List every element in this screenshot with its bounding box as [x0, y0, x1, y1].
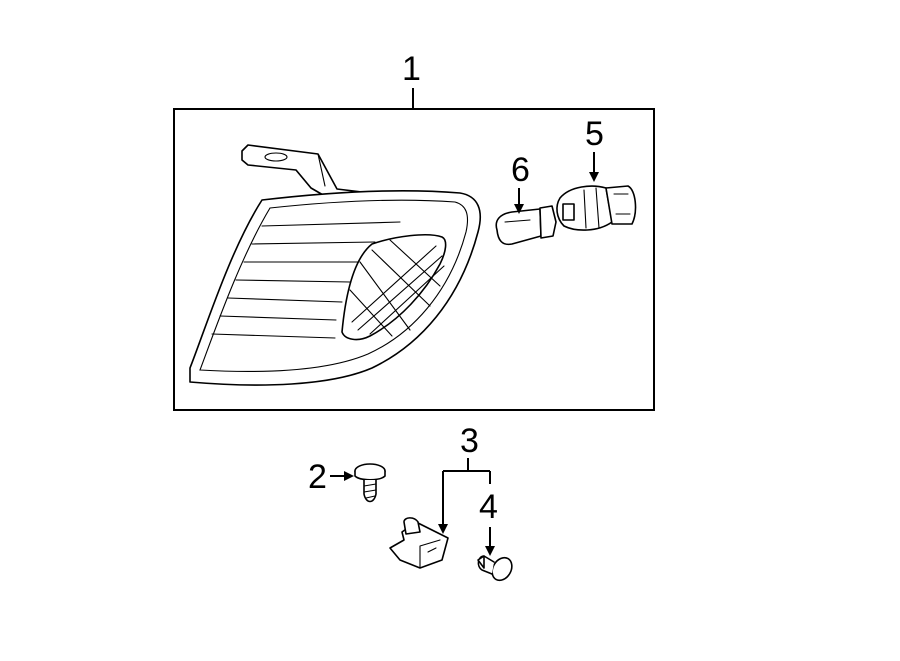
callout-3-bracket	[443, 458, 491, 484]
callout-2: 2	[308, 458, 327, 496]
callout-6: 6	[511, 151, 530, 189]
callout-1: 1	[402, 50, 421, 88]
callout-5: 5	[585, 115, 604, 153]
socket	[556, 185, 637, 231]
clip	[477, 555, 513, 582]
callout-4: 4	[479, 488, 498, 526]
callout-3: 3	[460, 422, 479, 460]
lamp-housing	[189, 144, 482, 386]
bracket	[389, 517, 449, 569]
screw	[354, 463, 386, 503]
bulb	[495, 205, 557, 246]
